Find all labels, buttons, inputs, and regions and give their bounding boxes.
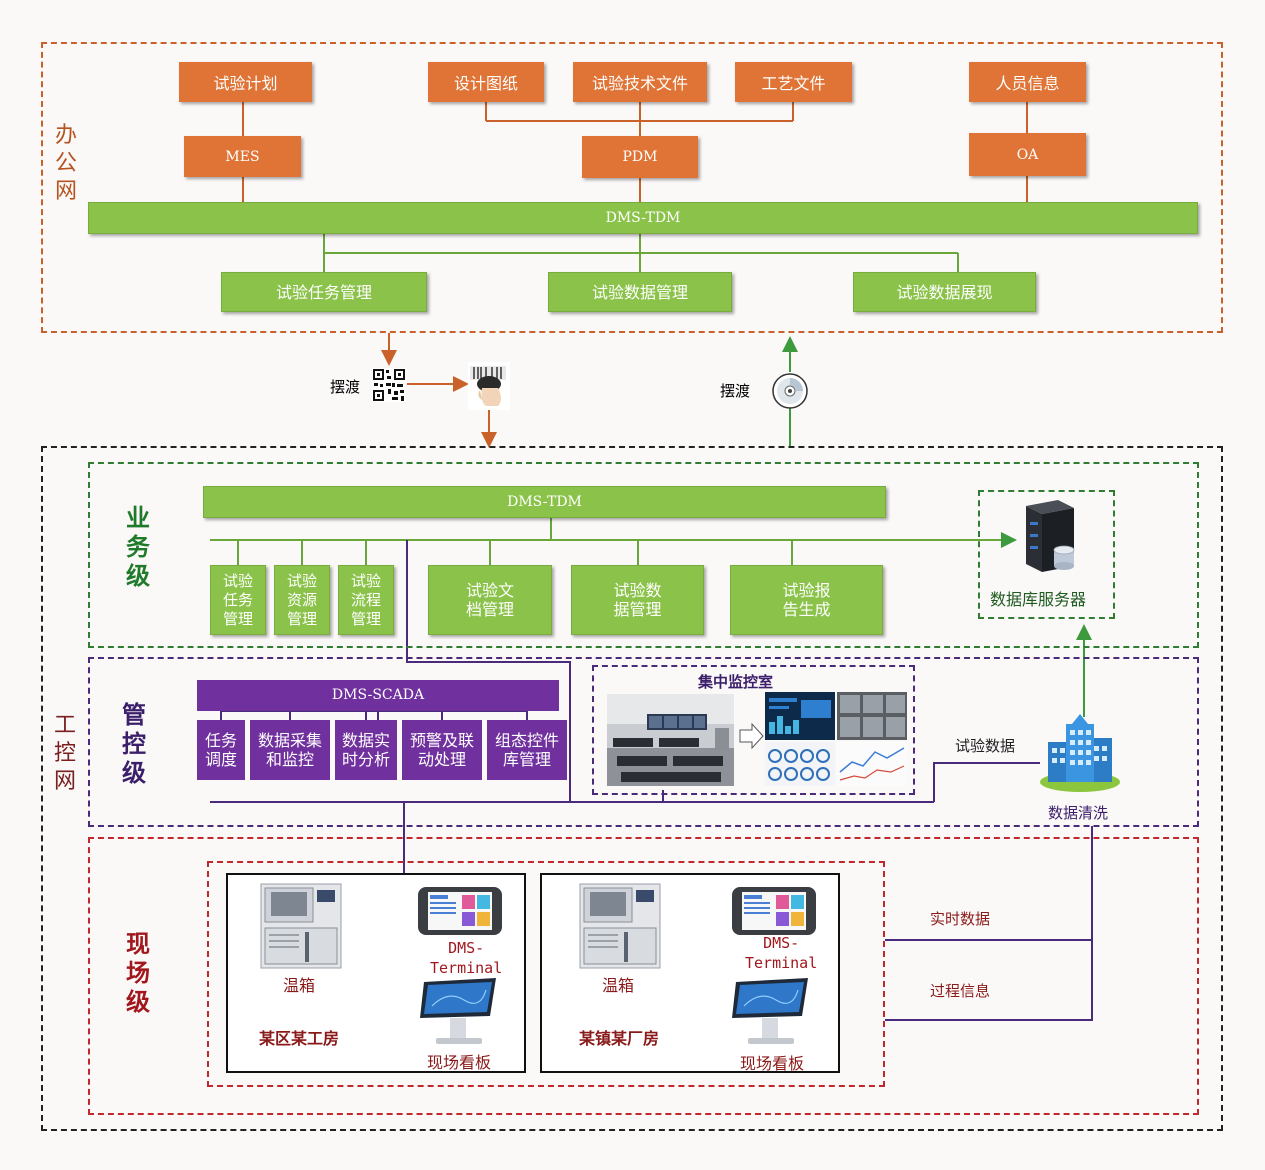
oven-icon (260, 883, 342, 969)
industrial-network-label: 工控网 (53, 713, 76, 794)
ferry-label-right: 摆渡 (720, 382, 751, 400)
report-gen-module: 试验报 告生成 (730, 565, 883, 635)
scanner-icon (468, 362, 510, 410)
tablet-icon (732, 887, 816, 935)
design-drawing-box: 设计图纸 (428, 62, 544, 102)
personnel-info-box: 人员信息 (969, 62, 1086, 102)
monitor-room-label: 集中监控室 (698, 673, 774, 691)
business-level-label: 业务级 (126, 503, 150, 590)
widget-library-module: 组态控件 库管理 (487, 720, 567, 780)
data-cleaning-label: 数据清洗 (1048, 804, 1109, 822)
task-scheduling-module: 任务 调度 (197, 720, 245, 780)
data-mgmt-module: 试验数 据管理 (571, 565, 704, 635)
data-acquisition-module: 数据采集 和监控 (250, 720, 330, 780)
qr-code-icon (372, 368, 406, 402)
field-sites-region (207, 861, 885, 1087)
site-2-name: 某镇某厂房 (579, 1029, 660, 1048)
office-test-data-display: 试验数据展现 (853, 272, 1036, 312)
mes-box: MES (184, 136, 301, 177)
test-data-label: 试验数据 (955, 737, 1016, 755)
task-mgmt-module: 试验 任务 管理 (210, 565, 266, 635)
site-1-name: 某区某工房 (259, 1029, 340, 1048)
site-1-oven-label: 温箱 (283, 976, 316, 995)
kiosk-icon (420, 978, 496, 1044)
ferry-label-left: 摆渡 (330, 378, 361, 396)
cd-disc-icon (772, 373, 808, 409)
building-icon (1040, 714, 1120, 792)
monitor-room-box (592, 665, 915, 795)
doc-mgmt-module: 试验文 档管理 (428, 565, 552, 635)
site-1-terminal-label: DMS- Terminal (430, 939, 503, 977)
office-network-region (41, 42, 1223, 333)
site-1-board-label: 现场看板 (427, 1053, 492, 1072)
site-2-board-label: 现场看板 (740, 1054, 805, 1073)
db-server-label: 数据库服务器 (990, 590, 1087, 609)
process-doc-box: 工艺文件 (735, 62, 852, 102)
field-level-region (88, 837, 1199, 1115)
test-plan-box: 试验计划 (179, 62, 312, 102)
oa-box: OA (969, 133, 1086, 176)
industrial-network-region (41, 446, 1223, 1131)
server-icon (1026, 500, 1075, 572)
db-server-box (978, 490, 1115, 619)
pdm-box: PDM (582, 136, 698, 178)
process-info-label: 过程信息 (930, 982, 991, 1000)
field-level-label: 现场级 (126, 929, 150, 1016)
office-dms-tdm-bus: DMS-TDM (88, 202, 1198, 234)
kiosk-icon (732, 978, 808, 1044)
business-dms-tdm-bus: DMS-TDM (203, 486, 886, 518)
site-2-terminal-label: DMS- Terminal (745, 934, 818, 972)
process-mgmt-module: 试验 流程 管理 (338, 565, 394, 635)
realtime-analysis-module: 数据实 时分析 (335, 720, 397, 780)
alarm-linkage-module: 预警及联 动处理 (402, 720, 482, 780)
oven-icon (579, 883, 661, 969)
dms-scada-bus: DMS-SCADA (197, 680, 559, 711)
realtime-data-label: 实时数据 (930, 910, 991, 928)
site-2-oven-label: 温箱 (602, 976, 635, 995)
business-level-region (88, 462, 1199, 648)
test-tech-doc-box: 试验技术文件 (573, 62, 707, 102)
control-level-region (88, 657, 1199, 827)
office-network-label: 办公网 (54, 123, 77, 204)
office-test-data-mgmt: 试验数据管理 (548, 272, 732, 312)
control-level-label: 管控级 (122, 700, 146, 787)
tablet-icon (418, 887, 502, 935)
resource-mgmt-module: 试验 资源 管理 (274, 565, 330, 635)
office-test-task-mgmt: 试验任务管理 (221, 272, 427, 312)
monitor-room-photo (607, 692, 907, 786)
